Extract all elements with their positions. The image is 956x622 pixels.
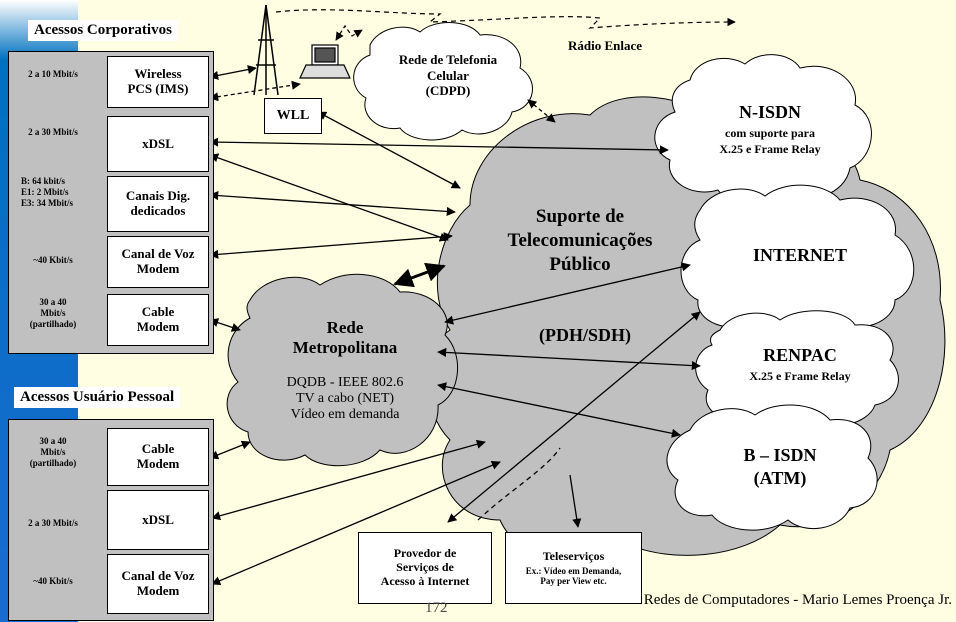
xdsl-personal-box: xDSL bbox=[107, 490, 209, 550]
internet-provider-box: Provedor de Serviços de Acesso à Interne… bbox=[358, 532, 492, 604]
laptop-icon bbox=[299, 44, 351, 79]
radio-link bbox=[275, 9, 736, 29]
metro-cloud bbox=[226, 273, 459, 467]
connection-arrows bbox=[209, 65, 701, 585]
xdsl-corporate-box: xDSL bbox=[107, 116, 209, 172]
rate-label: 2 a 30 Mbit/s bbox=[28, 127, 78, 137]
antenna-tower-icon bbox=[253, 4, 279, 96]
cable-modem-corporate-box: Cable Modem bbox=[107, 294, 209, 346]
cable-modem-personal-box: Cable Modem bbox=[107, 428, 209, 486]
wireless-pcs-box: Wireless PCS (IMS) bbox=[107, 56, 209, 108]
nisdn-title: N-ISDN bbox=[738, 102, 801, 122]
nisdn-subtitle: com suporte para X.25 e Frame Relay bbox=[719, 126, 821, 156]
support-subtitle: (PDH/SDH) bbox=[539, 325, 631, 345]
bisdn-title: B – ISDN bbox=[743, 445, 817, 465]
internet-label: INTERNET bbox=[752, 245, 848, 265]
rate-label: B: 64 kbit/s E1: 2 Mbit/s E3: 34 Mbit/s bbox=[21, 176, 74, 208]
wll-box: WLL bbox=[264, 98, 322, 134]
cellular-cloud bbox=[353, 22, 533, 141]
dedicated-channels-box: Canais Dig. dedicados bbox=[107, 176, 209, 232]
footer-credit: Redes de Computadores - Mario Lemes Proe… bbox=[643, 592, 952, 608]
personal-access-header: Acessos Usuário Pessoal bbox=[14, 387, 181, 408]
metro-title: Rede Metropolitana bbox=[292, 318, 398, 358]
rate-label: 30 a 40 Mbit/s (partilhado) bbox=[29, 436, 77, 468]
renpac-title: RENPAC bbox=[763, 345, 837, 365]
corporate-access-header: Acessos Corporativos bbox=[28, 20, 178, 41]
teleservices-title: Teleserviços bbox=[542, 548, 605, 563]
page-number: 172 bbox=[425, 600, 448, 616]
metro-details: DQDB - IEEE 802.6 TV a cabo (NET) Vídeo … bbox=[286, 375, 404, 423]
rate-label: ~40 Kbit/s bbox=[33, 576, 73, 586]
personal-access-panel: 30 a 40 Mbit/s (partilhado) Cable Modem … bbox=[8, 419, 214, 621]
radio-link-label: Rádio Enlace bbox=[568, 38, 643, 53]
voice-modem-corporate-box: Canal de Voz Modem bbox=[107, 236, 209, 288]
teleservices-subtitle: Ex.: Vídeo em Demanda, Pay per View etc. bbox=[525, 565, 622, 586]
rate-label: 2 a 10 Mbit/s bbox=[28, 69, 78, 79]
corporate-access-panel: 2 a 10 Mbit/s Wireless PCS (IMS) 2 a 30 … bbox=[8, 51, 214, 354]
rate-label: 2 a 30 Mbit/s bbox=[28, 518, 78, 528]
rate-label: 30 a 40 Mbit/s (partilhado) bbox=[29, 297, 77, 329]
renpac-subtitle: X.25 e Frame Relay bbox=[749, 369, 851, 383]
voice-modem-personal-box: Canal de Voz Modem bbox=[107, 554, 209, 614]
rate-label: ~40 Kbit/s bbox=[33, 255, 73, 265]
laptop-cell-link bbox=[335, 24, 363, 41]
cellular-network-label: Rede de Telefonia Celular (CDPD) bbox=[398, 52, 498, 99]
support-title: Suporte de Telecomunicações Público bbox=[507, 206, 653, 275]
teleservices-box: Teleserviços Ex.: Vídeo em Demanda, Pay … bbox=[505, 532, 642, 604]
bisdn-subtitle: (ATM) bbox=[753, 468, 807, 488]
